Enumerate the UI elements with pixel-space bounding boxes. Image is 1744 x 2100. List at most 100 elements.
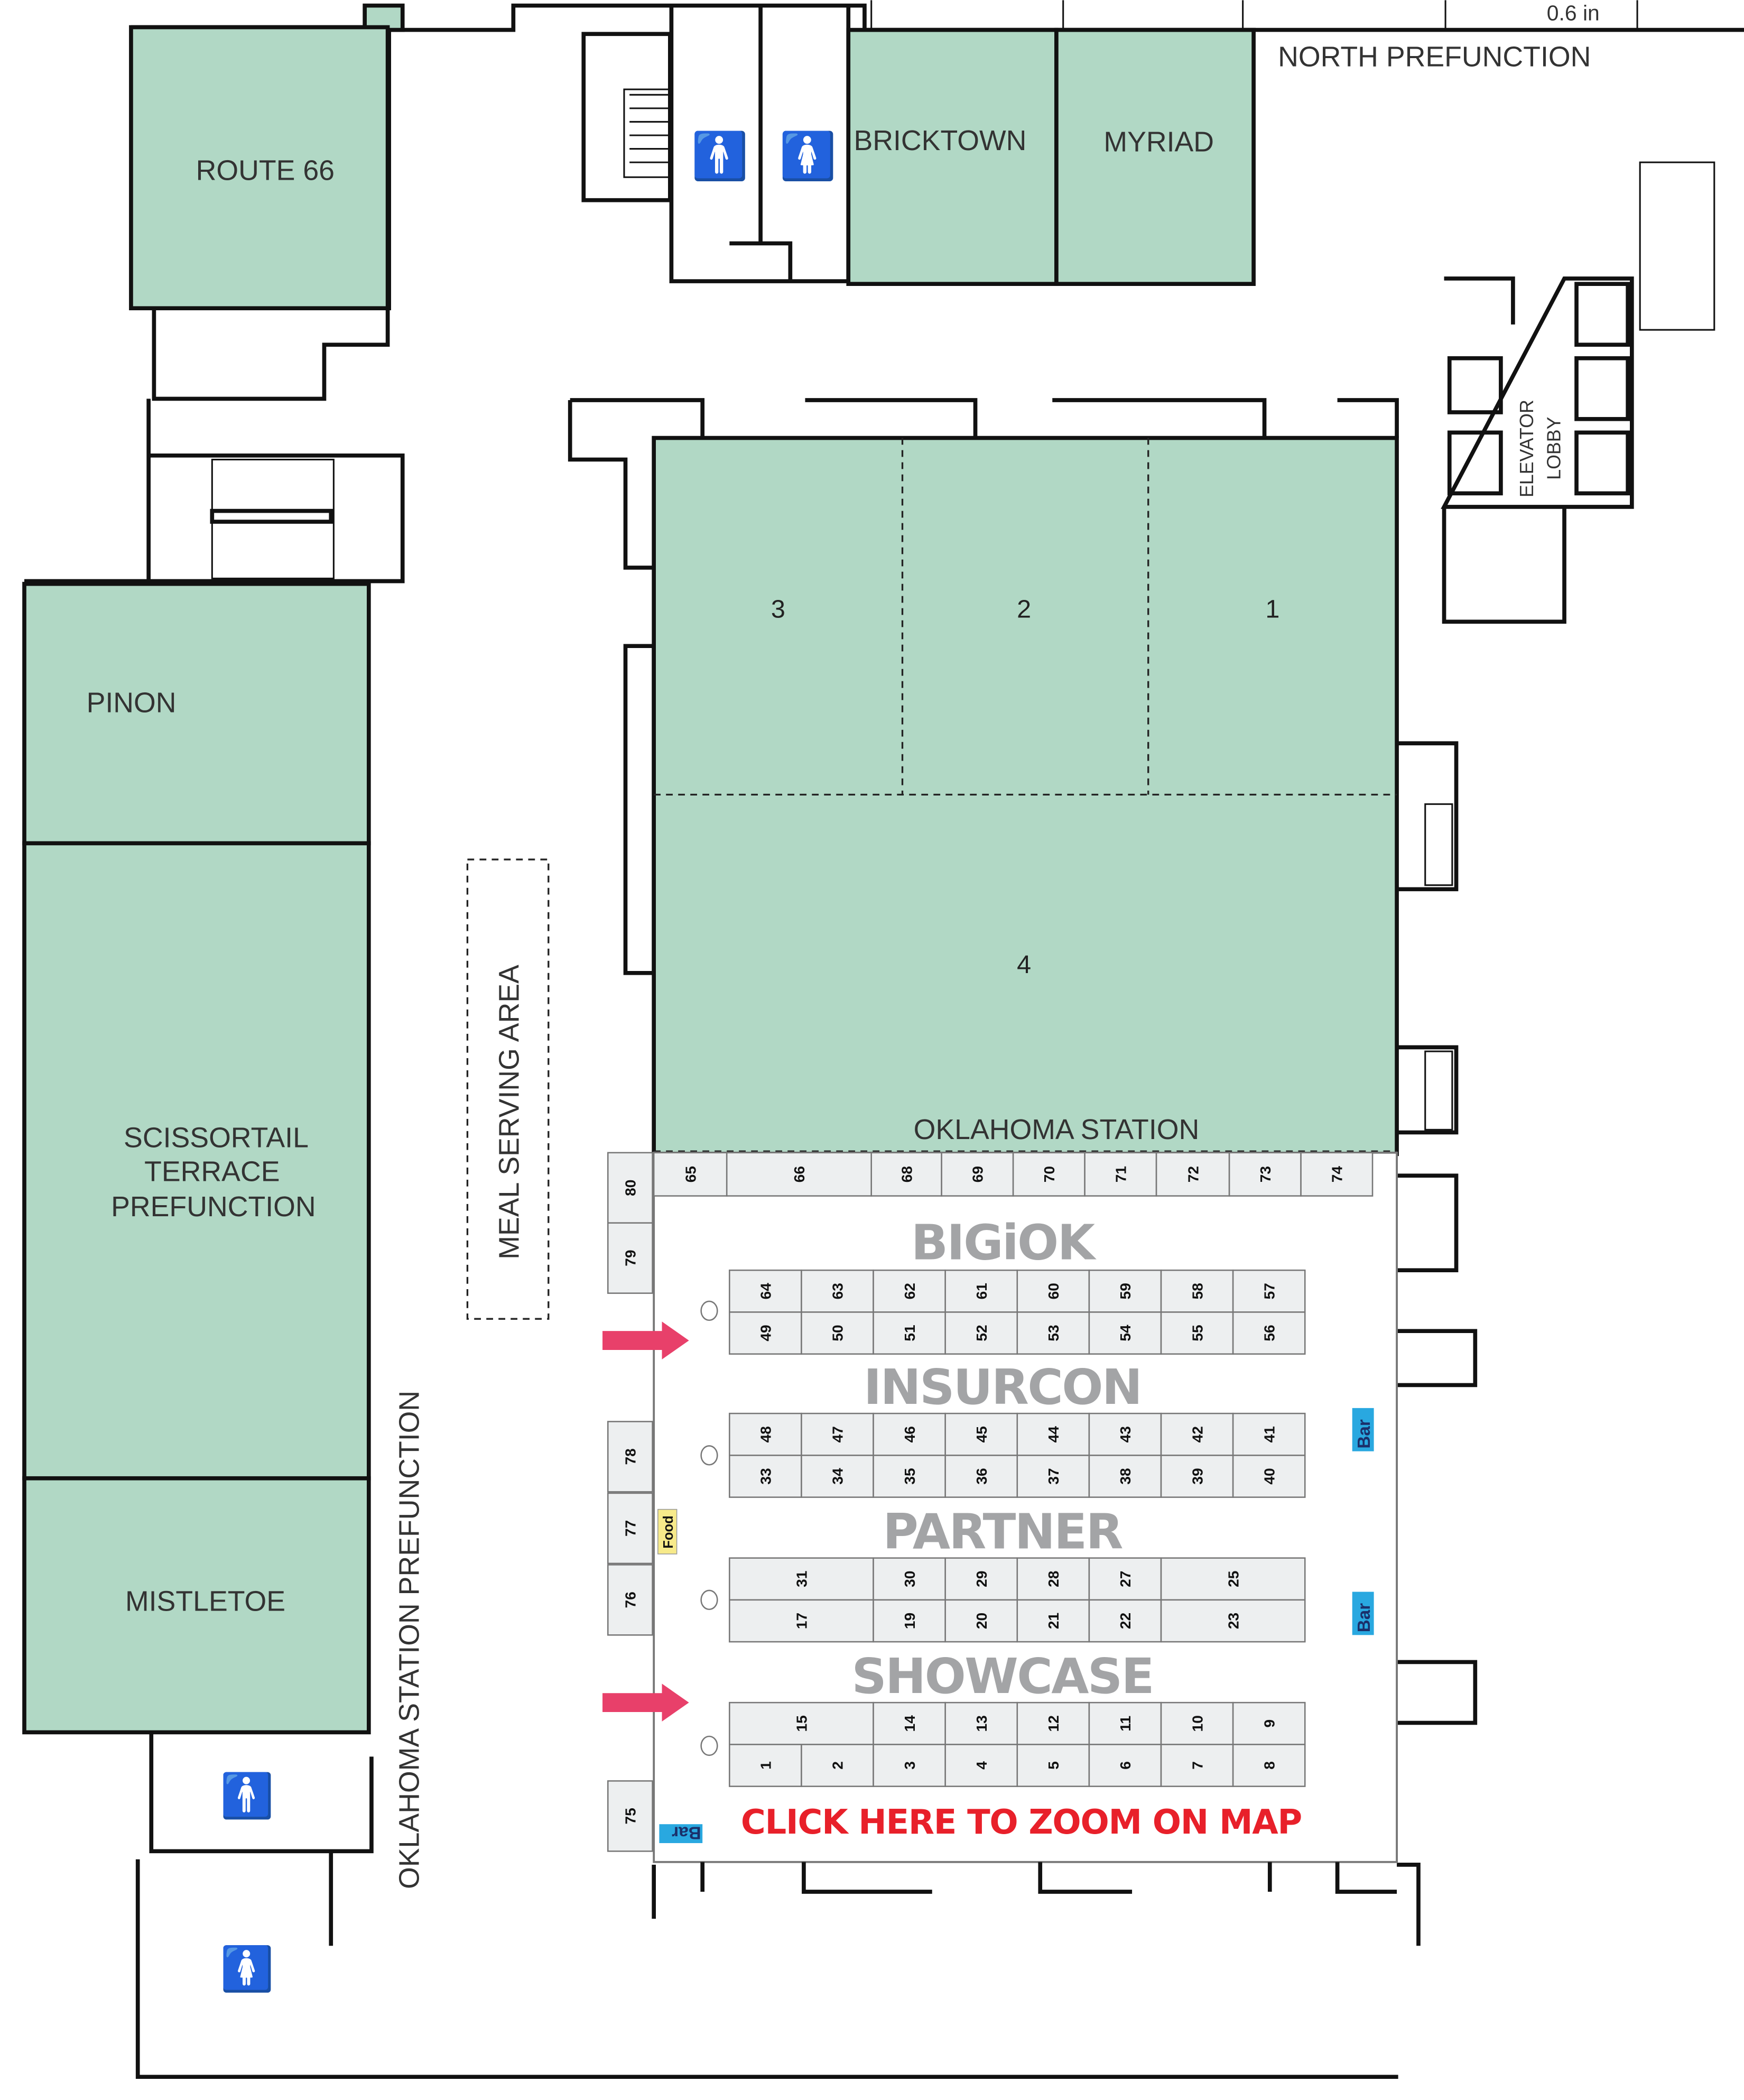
booth-shape[interactable] <box>1160 1311 1234 1355</box>
room-bricktown[interactable] <box>846 27 1059 286</box>
booth-60[interactable]: 60 <box>1016 1269 1090 1313</box>
booth-48[interactable]: 48 <box>729 1412 802 1456</box>
booth-22[interactable]: 22 <box>1088 1599 1162 1643</box>
booth-shape[interactable] <box>729 1599 874 1643</box>
booth-shape[interactable] <box>607 1780 653 1852</box>
booth-shape[interactable] <box>1088 1311 1162 1355</box>
booth-11[interactable]: 11 <box>1088 1701 1162 1745</box>
booth-shape[interactable] <box>1160 1744 1234 1787</box>
booth-2[interactable]: 2 <box>801 1744 874 1787</box>
booth-shape[interactable] <box>607 1222 653 1294</box>
booth-33[interactable]: 33 <box>729 1455 802 1498</box>
booth-36[interactable]: 36 <box>944 1455 1018 1498</box>
booth-31[interactable]: 31 <box>729 1557 874 1601</box>
booth-shape[interactable] <box>1300 1152 1374 1197</box>
booth-shape[interactable] <box>607 1421 653 1493</box>
booth-53[interactable]: 53 <box>1016 1311 1090 1355</box>
booth-29[interactable]: 29 <box>944 1557 1018 1601</box>
booth-shape[interactable] <box>729 1269 802 1313</box>
booth-25[interactable]: 25 <box>1160 1557 1306 1601</box>
booth-shape[interactable] <box>873 1412 946 1456</box>
booth-71[interactable]: 71 <box>1084 1152 1157 1197</box>
booth-shape[interactable] <box>1160 1557 1306 1601</box>
booth-45[interactable]: 45 <box>944 1412 1018 1456</box>
booth-shape[interactable] <box>944 1269 1018 1313</box>
zoom-map-link[interactable]: CLICK HERE TO ZOOM ON MAP <box>741 1803 1302 1842</box>
booth-43[interactable]: 43 <box>1088 1412 1162 1456</box>
booth-46[interactable]: 46 <box>873 1412 946 1456</box>
booth-3[interactable]: 3 <box>873 1744 946 1787</box>
booth-79[interactable]: 79 <box>607 1222 653 1294</box>
booth-shape[interactable] <box>944 1744 1018 1787</box>
booth-37[interactable]: 37 <box>1016 1455 1090 1498</box>
booth-shape[interactable] <box>1088 1455 1162 1498</box>
booth-shape[interactable] <box>653 1152 728 1197</box>
booth-9[interactable]: 9 <box>1232 1701 1306 1745</box>
booth-shape[interactable] <box>1232 1455 1306 1498</box>
room-mistletoe[interactable] <box>22 1476 371 1735</box>
room-scissortail-terrace-prefunction[interactable] <box>22 841 371 1481</box>
booth-shape[interactable] <box>607 1564 653 1636</box>
booth-50[interactable]: 50 <box>801 1311 874 1355</box>
booth-42[interactable]: 42 <box>1160 1412 1234 1456</box>
booth-56[interactable]: 56 <box>1232 1311 1306 1355</box>
booth-8[interactable]: 8 <box>1232 1744 1306 1787</box>
room-route-66-body[interactable] <box>129 25 390 311</box>
booth-59[interactable]: 59 <box>1088 1269 1162 1313</box>
booth-shape[interactable] <box>801 1269 874 1313</box>
booth-shape[interactable] <box>1160 1269 1234 1313</box>
booth-shape[interactable] <box>1088 1412 1162 1456</box>
booth-34[interactable]: 34 <box>801 1455 874 1498</box>
booth-76[interactable]: 76 <box>607 1564 653 1636</box>
booth-5[interactable]: 5 <box>1016 1744 1090 1787</box>
booth-13[interactable]: 13 <box>944 1701 1018 1745</box>
booth-61[interactable]: 61 <box>944 1269 1018 1313</box>
booth-58[interactable]: 58 <box>1160 1269 1234 1313</box>
booth-shape[interactable] <box>607 1492 653 1565</box>
booth-66[interactable]: 66 <box>726 1152 872 1197</box>
booth-shape[interactable] <box>944 1599 1018 1643</box>
booth-shape[interactable] <box>1232 1701 1306 1745</box>
booth-62[interactable]: 62 <box>873 1269 946 1313</box>
booth-80[interactable]: 80 <box>607 1152 653 1224</box>
booth-73[interactable]: 73 <box>1228 1152 1302 1197</box>
booth-27[interactable]: 27 <box>1088 1557 1162 1601</box>
booth-shape[interactable] <box>1232 1311 1306 1355</box>
booth-shape[interactable] <box>1088 1744 1162 1787</box>
booth-51[interactable]: 51 <box>873 1311 946 1355</box>
booth-shape[interactable] <box>873 1744 946 1787</box>
booth-15[interactable]: 15 <box>729 1701 874 1745</box>
booth-35[interactable]: 35 <box>873 1455 946 1498</box>
booth-shape[interactable] <box>801 1744 874 1787</box>
booth-75[interactable]: 75 <box>607 1780 653 1852</box>
booth-shape[interactable] <box>729 1311 802 1355</box>
booth-10[interactable]: 10 <box>1160 1701 1234 1745</box>
booth-shape[interactable] <box>1160 1455 1234 1498</box>
booth-52[interactable]: 52 <box>944 1311 1018 1355</box>
booth-shape[interactable] <box>729 1701 874 1745</box>
booth-shape[interactable] <box>873 1557 946 1601</box>
booth-69[interactable]: 69 <box>941 1152 1014 1197</box>
booth-54[interactable]: 54 <box>1088 1311 1162 1355</box>
booth-shape[interactable] <box>1155 1152 1230 1197</box>
booth-17[interactable]: 17 <box>729 1599 874 1643</box>
booth-68[interactable]: 68 <box>870 1152 942 1197</box>
booth-shape[interactable] <box>1012 1152 1086 1197</box>
booth-shape[interactable] <box>873 1455 946 1498</box>
booth-28[interactable]: 28 <box>1016 1557 1090 1601</box>
booth-shape[interactable] <box>944 1311 1018 1355</box>
room-oklahoma-station[interactable] <box>652 436 1399 1157</box>
booth-shape[interactable] <box>607 1152 653 1224</box>
booth-shape[interactable] <box>729 1412 802 1456</box>
booth-30[interactable]: 30 <box>873 1557 946 1601</box>
booth-21[interactable]: 21 <box>1016 1599 1090 1643</box>
booth-63[interactable]: 63 <box>801 1269 874 1313</box>
booth-shape[interactable] <box>1232 1412 1306 1456</box>
booth-shape[interactable] <box>1016 1701 1090 1745</box>
booth-shape[interactable] <box>1160 1599 1306 1643</box>
booth-12[interactable]: 12 <box>1016 1701 1090 1745</box>
booth-57[interactable]: 57 <box>1232 1269 1306 1313</box>
booth-49[interactable]: 49 <box>729 1311 802 1355</box>
booth-40[interactable]: 40 <box>1232 1455 1306 1498</box>
booth-20[interactable]: 20 <box>944 1599 1018 1643</box>
